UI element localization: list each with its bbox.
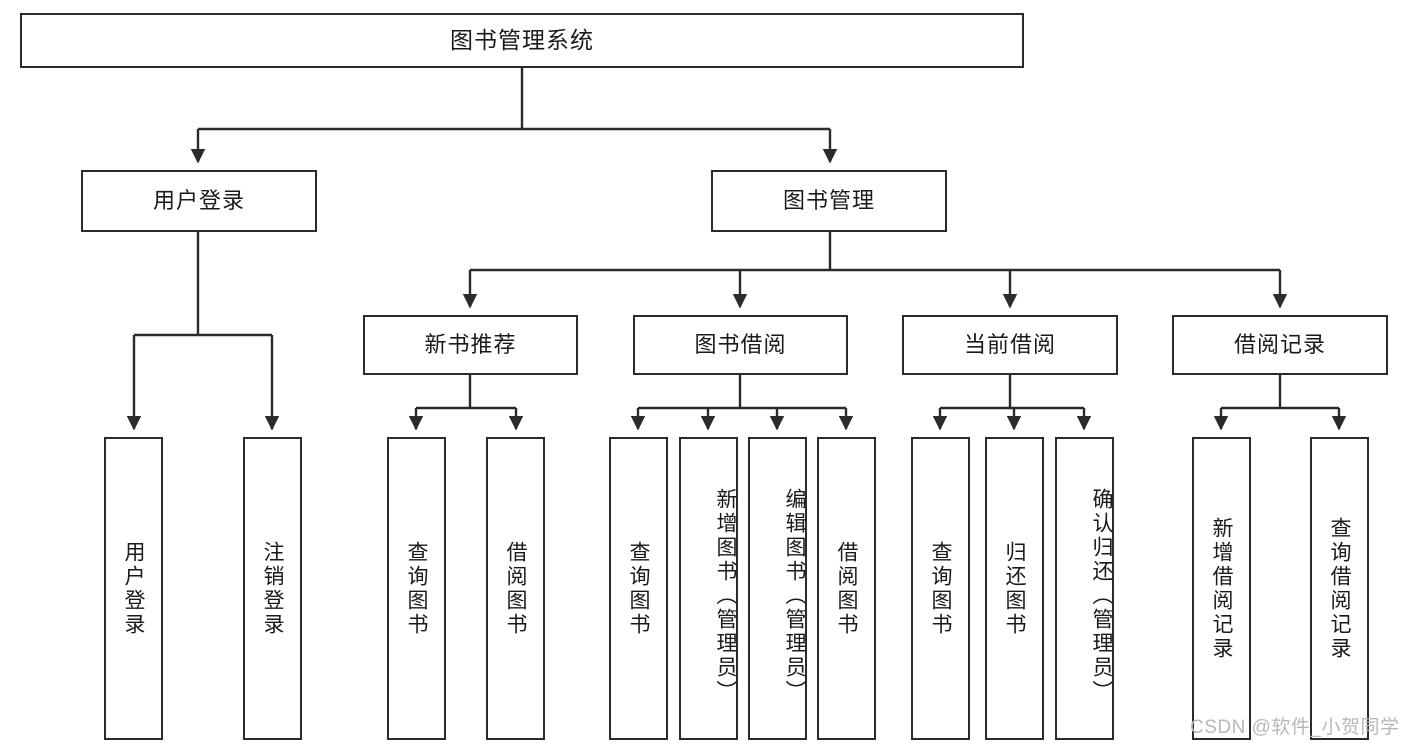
leaf-borrow-book-recommend[interactable]: 借阅图书 xyxy=(486,437,545,740)
leaf-return-book[interactable]: 归还图书 xyxy=(985,437,1044,740)
leaf-logout[interactable]: 注销登录 xyxy=(243,437,302,740)
node-root-system[interactable]: 图书管理系统 xyxy=(20,13,1024,68)
leaf-add-borrow-record[interactable]: 新增借阅记录 xyxy=(1192,437,1251,740)
leaf-add-book-admin[interactable]: 新增图书（管理员） xyxy=(679,437,738,740)
node-book-management[interactable]: 图书管理 xyxy=(711,170,947,232)
leaf-borrow-book[interactable]: 借阅图书 xyxy=(817,437,876,740)
leaf-query-book-recommend[interactable]: 查询图书 xyxy=(387,437,446,740)
node-user-login[interactable]: 用户登录 xyxy=(81,170,317,232)
leaf-edit-book-admin[interactable]: 编辑图书（管理员） xyxy=(748,437,807,740)
leaf-confirm-return-admin[interactable]: 确认归还（管理员） xyxy=(1055,437,1114,740)
node-current-borrow[interactable]: 当前借阅 xyxy=(902,315,1118,375)
leaf-query-book-current[interactable]: 查询图书 xyxy=(911,437,970,740)
node-borrow-record[interactable]: 借阅记录 xyxy=(1172,315,1388,375)
leaf-query-borrow-record[interactable]: 查询借阅记录 xyxy=(1310,437,1369,740)
node-book-borrow[interactable]: 图书借阅 xyxy=(633,315,848,375)
leaf-query-book-borrow[interactable]: 查询图书 xyxy=(609,437,668,740)
csdn-watermark: CSDN @软件_小贺同学 xyxy=(1190,717,1400,738)
leaf-user-login[interactable]: 用户登录 xyxy=(104,437,163,740)
node-new-book-recommend[interactable]: 新书推荐 xyxy=(363,315,578,375)
